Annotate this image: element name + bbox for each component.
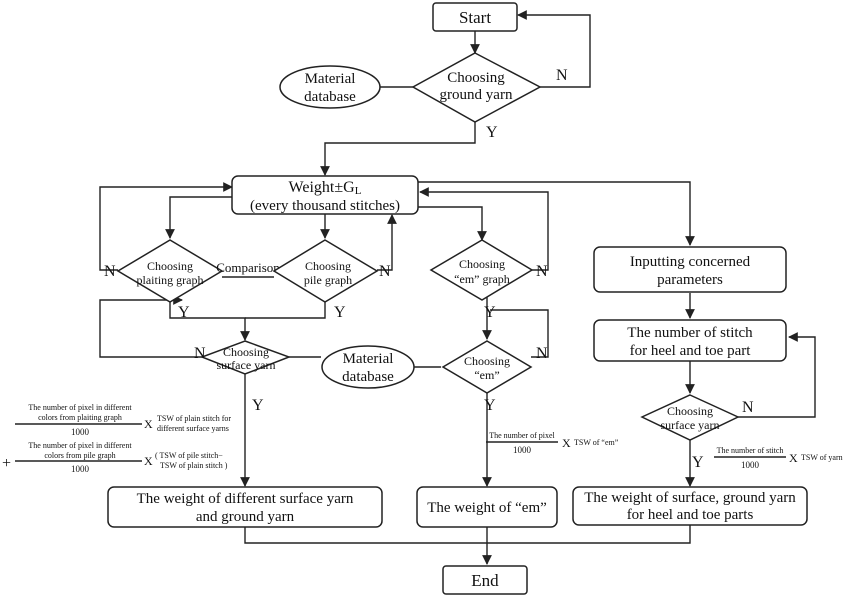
material-db-top-l2: database	[304, 89, 356, 105]
weight-em-label: The weight of “em”	[427, 500, 547, 516]
n-label-plaiting: N	[104, 263, 116, 280]
f4-num: The number of stitch	[717, 446, 784, 455]
inputting-l1: Inputting concerned	[630, 254, 751, 270]
end-label: End	[471, 571, 499, 590]
weight-gl-l1: Weight±GL	[289, 179, 362, 197]
n-label-surface-right: N	[742, 399, 754, 416]
f3-den: 1000	[513, 445, 532, 455]
formula-heel-toe: The number of stitch 1000 X TSW of yarn	[714, 446, 843, 470]
y-label-surface: Y	[252, 397, 264, 414]
f2-den: 1000	[71, 464, 90, 474]
inputting-l2: parameters	[657, 272, 723, 288]
stitch-number-l2: for heel and toe part	[630, 343, 752, 359]
f4-rhs: TSW of yarn	[801, 453, 843, 462]
f3-times: X	[562, 436, 571, 450]
inputting-parameters-node: Inputting concerned parameters	[593, 246, 787, 293]
f4-times: X	[789, 451, 798, 465]
comparison-label: Comparison	[216, 260, 280, 275]
choose-surface-right-l2: surface yarn	[661, 418, 720, 432]
f2-num-l1: The number of pixel in different	[28, 441, 132, 450]
f1-num-l1: The number of pixel in different	[28, 403, 132, 412]
choose-surface-right-l1: Choosing	[667, 404, 713, 418]
choose-ground-l1: Choosing	[447, 70, 505, 86]
weight-surface-ground-node: The weight of different surface yarn and…	[107, 486, 383, 528]
choosing-pile-graph-decision: Choosing pile graph	[272, 239, 379, 303]
y-label-em-graph: Y	[484, 304, 496, 321]
weight-ht-l1: The weight of surface, ground yarn	[584, 490, 796, 506]
choosing-surface-yarn-decision: Choosing surface yarn	[199, 340, 292, 375]
choose-em-l1: Choosing	[464, 354, 510, 368]
formula-pile: + The number of pixel in different color…	[2, 441, 228, 474]
material-db-top-l1: Material	[305, 71, 356, 87]
choose-em-graph-l1: Choosing	[459, 257, 505, 271]
end-node: End	[442, 565, 528, 595]
n-label-em-graph: N	[536, 263, 548, 280]
choose-surface-l2: surface yarn	[217, 358, 276, 372]
f3-num: The number of pixel	[489, 431, 555, 440]
choose-plaiting-l2: plaiting graph	[137, 273, 204, 287]
choose-ground-l2: ground yarn	[440, 87, 513, 103]
n-label-em: N	[536, 345, 548, 362]
choosing-em-decision: Choosing “em”	[441, 340, 533, 394]
f1-num-l2: colors from plaiting graph	[38, 413, 122, 422]
weight-sg-l2: and ground yarn	[196, 509, 295, 525]
f4-den: 1000	[741, 460, 760, 470]
f1-rhs-l1: TSW of plain stitch for	[157, 414, 231, 423]
choose-em-graph-l2: “em” graph	[454, 272, 510, 286]
choose-em-l2: “em”	[474, 368, 499, 382]
weight-gl-node: Weight±GL (every thousand stitches)	[231, 175, 419, 215]
choosing-surface-yarn-right-decision: Choosing surface yarn	[640, 394, 740, 441]
f1-den: 1000	[71, 427, 90, 437]
material-database-top: Material database	[279, 65, 381, 109]
choose-pile-l2: pile graph	[304, 273, 352, 287]
weight-heel-toe-node: The weight of surface, ground yarn for h…	[572, 486, 808, 526]
f1-rhs-l2: different surface yarns	[157, 424, 229, 433]
f2-times: X	[144, 454, 153, 468]
branch-labels: N Y N N Y Y N Y N N Y Y N Y	[104, 67, 754, 471]
material-db-mid-l2: database	[342, 369, 394, 385]
f3-rhs: TSW of “em”	[574, 438, 619, 447]
f2-num-l2: colors from pile graph	[44, 451, 115, 460]
weight-em-node: The weight of “em”	[416, 486, 558, 528]
material-db-mid-l1: Material	[343, 351, 394, 367]
f2-rhs-l2: TSW of plain stitch )	[160, 461, 228, 470]
choosing-ground-yarn-decision: Choosing ground yarn	[411, 52, 542, 123]
n-label-pile: N	[379, 263, 391, 280]
y-label-ground: Y	[486, 124, 498, 141]
n-label-ground: N	[556, 67, 568, 84]
choosing-plaiting-graph-decision: Choosing plaiting graph	[116, 239, 224, 303]
y-label-plaiting: Y	[178, 304, 190, 321]
weight-sg-l1: The weight of different surface yarn	[137, 491, 354, 507]
f2-plus: +	[2, 455, 11, 472]
weight-ht-l2: for heel and toe parts	[627, 507, 754, 523]
stitch-number-node: The number of stitch for heel and toe pa…	[593, 319, 787, 362]
f2-rhs-l1: ( TSW of pile stitch−	[155, 451, 223, 460]
start-label: Start	[459, 8, 491, 27]
material-database-middle: Material database	[321, 345, 415, 389]
formula-plaiting: The number of pixel in different colors …	[15, 403, 231, 437]
choose-surface-l1: Choosing	[223, 345, 269, 359]
y-label-em: Y	[484, 397, 496, 414]
y-label-surface-right: Y	[692, 454, 704, 471]
choosing-em-graph-decision: Choosing “em” graph	[429, 239, 534, 301]
start-node: Start	[432, 2, 518, 32]
f1-times: X	[144, 417, 153, 431]
choose-plaiting-l1: Choosing	[147, 259, 193, 273]
connectors	[99, 10, 816, 565]
stitch-number-l1: The number of stitch	[627, 325, 753, 341]
weight-gl-l2: (every thousand stitches)	[250, 198, 400, 214]
formula-em: The number of pixel 1000 X TSW of “em”	[486, 431, 619, 455]
n-label-surface: N	[194, 345, 206, 362]
choose-pile-l1: Choosing	[305, 259, 351, 273]
y-label-pile: Y	[334, 304, 346, 321]
